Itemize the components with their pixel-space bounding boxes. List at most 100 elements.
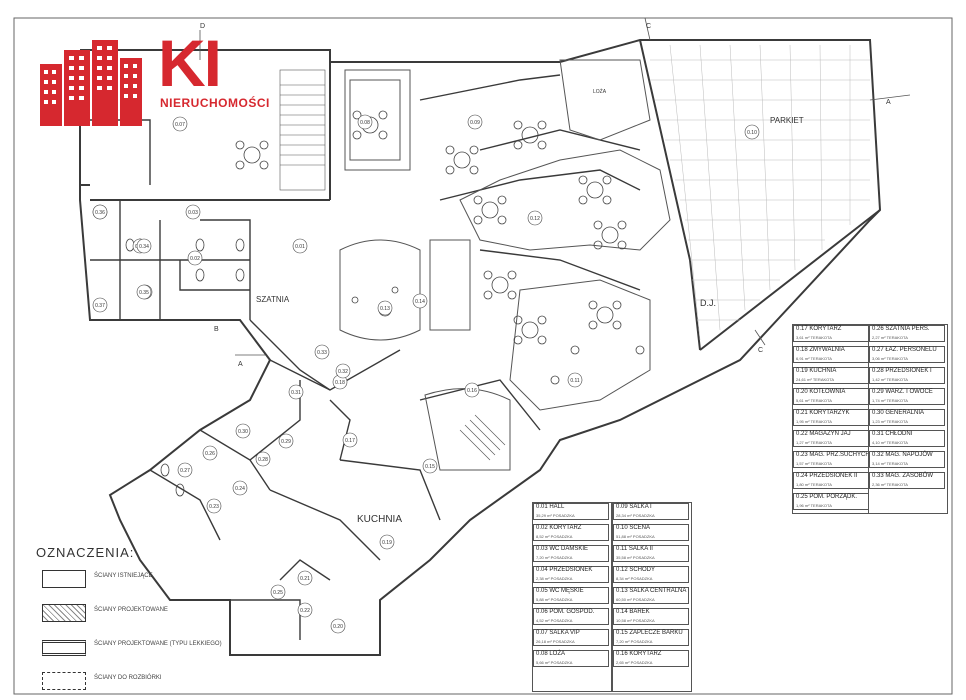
room-name: 0.12 SCHODY [616, 567, 656, 573]
room-area: 1,80 m² TERAKOTA [796, 482, 832, 487]
room-name: 0.21 KORYTARZYK [796, 410, 850, 416]
room-number-circle [177, 462, 193, 478]
room-number: 0.21 [300, 576, 310, 582]
legend-item: ŚCIANY DO ROZBIÓRKI [36, 668, 266, 696]
section-b-marker: B [214, 326, 219, 333]
room-table-4: 0.26 SZATNIA PERS.2,27 m² TERAKOTA 0.27 Ł… [868, 324, 948, 514]
room-area: 28,34 m² POSADZKA [616, 513, 655, 518]
room-number: 0.18 [335, 380, 345, 386]
room-number: 0.20 [333, 624, 343, 630]
section-a2-marker: A [886, 99, 891, 106]
room-area: 7,20 m² POSADZKA [616, 639, 653, 644]
room-name: 0.03 WC DAMSKIE [536, 546, 589, 552]
room-number: 0.37 [95, 303, 105, 309]
room-area: 1,95 m² TERAKOTA [796, 419, 832, 424]
staircase [279, 69, 506, 461]
room-number-circle [297, 602, 313, 618]
legend-swatch-light-walls [42, 640, 86, 656]
room-name: 0.23 MAG. PRZ.SUCHYCH [796, 452, 870, 458]
room-area: 1,74 m² TERAKOTA [872, 398, 908, 403]
room-table-row: 0.21 KORYTARZYK 1,95 m² TERAKOTA [793, 409, 869, 426]
room-area: 5,66 m² POSADZKA [536, 660, 573, 665]
room-number-circle [330, 618, 346, 634]
room-number-circle [172, 116, 188, 132]
room-number-circle [92, 297, 108, 313]
room-number: 0.16 [467, 388, 477, 394]
legend-item: ŚCIANY PROJEKTOWANE [36, 600, 266, 628]
room-number: 0.36 [95, 210, 105, 216]
room-name: 0.15 ZAPLECZE BARKU [616, 630, 683, 636]
room-number-circle [342, 432, 358, 448]
section-markers [199, 17, 911, 356]
room-area: 2,27 m² TERAKOTA [872, 335, 908, 340]
section-c-marker: C [646, 23, 651, 30]
room-number-circle [270, 584, 286, 600]
room-number: 0.12 [530, 216, 540, 222]
room-area: 1,96 m² TERAKOTA [796, 503, 832, 508]
room-number-circle [255, 451, 271, 467]
room-number: 0.23 [209, 504, 219, 510]
room-number-circle [187, 250, 203, 266]
room-name: 0.18 ZMYWALNIA [796, 347, 845, 353]
building-outline [79, 39, 882, 656]
room-table-row: 0.26 SZATNIA PERS.2,27 m² TERAKOTA [869, 325, 945, 342]
room-number-circle [527, 210, 543, 226]
room-number: 0.13 [380, 306, 390, 312]
room-area: 8,52 m² POSADZKA [536, 534, 573, 539]
room-area: 2,38 m² POSADZKA [536, 576, 573, 581]
sanitary-fixtures [95, 238, 245, 497]
room-area: 1,27 m² TERAKOTA [796, 440, 832, 445]
room-number-circle [235, 423, 251, 439]
room-number: 0.07 [175, 122, 185, 128]
room-number-circle [357, 114, 373, 130]
drawing-frame [13, 17, 953, 695]
room-number: 0.17 [345, 438, 355, 444]
room-name: 0.05 WC MĘSKIE [536, 588, 584, 594]
room-number: 0.35 [139, 290, 149, 296]
room-name: 0.02 KORYTARZ [536, 525, 582, 531]
room-area: 51,88 m² POSADZKA [616, 534, 655, 539]
room-table-row: 0.12 SCHODY 8,34 m² POSADZKA [613, 566, 689, 583]
room-number-circle [314, 344, 330, 360]
room-area: 8,34 m² POSADZKA [616, 576, 653, 581]
room-number: 0.25 [273, 590, 283, 596]
room-name: 0.25 POM. PORZĄDK. [796, 494, 858, 500]
room-number: 0.09 [470, 120, 480, 126]
room-number-circle [422, 458, 438, 474]
room-name: 0.22 MAGAZYN JAJ [796, 431, 851, 437]
room-number: 0.29 [281, 439, 291, 445]
room-name: 0.29 WARZ. I OWOCE [872, 389, 933, 395]
room-number: 0.26 [205, 451, 215, 457]
legend-item: ŚCIANY PROJEKTOWANE (typu lekkiego) [36, 634, 266, 662]
room-area: 1,42 m² TERAKOTA [872, 377, 908, 382]
room-number: 0.19 [382, 540, 392, 546]
room-name: 0.06 POM. GOSPOD. [536, 609, 595, 615]
room-number: 0.01 [295, 244, 305, 250]
room-number: 0.22 [300, 608, 310, 614]
room-name: 0.16 KORYTARZ [616, 651, 662, 657]
room-number-circle [567, 372, 583, 388]
room-number-circle [278, 433, 294, 449]
room-name: 0.09 SALKA I [616, 504, 652, 510]
room-name: 0.17 KORYTARZ [796, 326, 842, 332]
room-area: 26,18 m² POSADZKA [536, 639, 575, 644]
room-name: 0.27 ŁAZ. PERSONELU [872, 347, 937, 353]
room-number: 0.02 [190, 256, 200, 262]
